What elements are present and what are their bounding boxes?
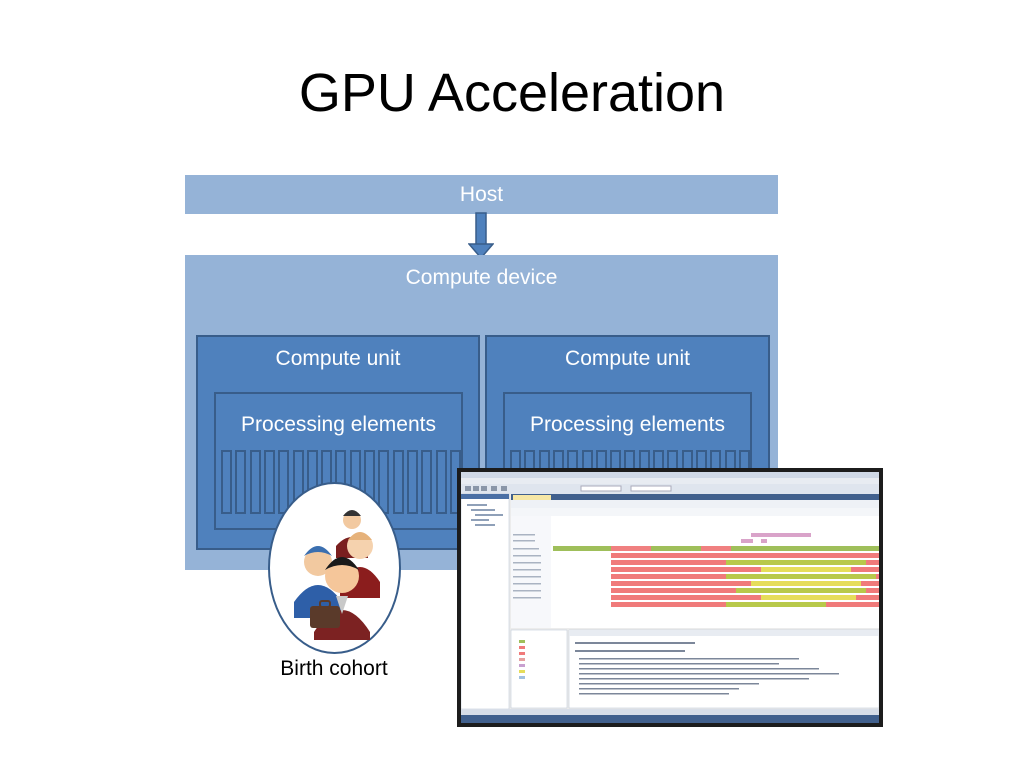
processing-elements-2-label: Processing elements [530,413,725,436]
processing-element-bar [249,450,261,514]
processing-element-bar [221,450,232,514]
processing-elements-1-label: Processing elements [241,413,436,436]
profiler-screenshot-image [461,472,879,723]
processing-element-bar [392,450,404,514]
processing-element-bar [263,450,275,514]
compute-device-label: Compute device [405,266,558,289]
processing-element-bar [235,450,247,514]
host-box: Host [185,175,778,214]
compute-unit-1-label: Compute unit [275,347,401,370]
processing-element-bar [406,450,418,514]
profiler-screenshot-content [461,472,879,723]
slide-title: GPU Acceleration [298,63,726,123]
processing-element-bar [435,450,447,514]
people-group-icon [294,510,380,640]
cohort-label: Birth cohort [280,657,388,680]
cohort-circle [268,482,401,654]
host-to-device-arrow [468,212,494,260]
host-label: Host [459,183,504,206]
compute-unit-2-label: Compute unit [565,347,690,370]
processing-element-bar [421,450,433,514]
